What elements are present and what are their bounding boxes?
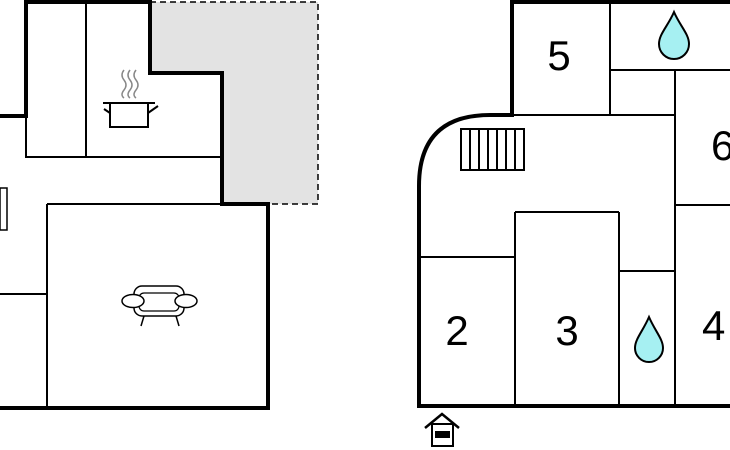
left-outer-wall xyxy=(0,0,270,410)
right-outer-wall xyxy=(417,0,730,408)
terrace-dashed-border xyxy=(150,1,319,205)
room-label-4: 4 xyxy=(702,302,725,349)
room-label-5: 5 xyxy=(547,32,570,79)
water-drop-icon xyxy=(657,9,691,60)
water-drop-icon xyxy=(633,314,665,363)
sofa-icon xyxy=(121,285,198,327)
right-floor: 5 6 2 3 4 xyxy=(417,0,730,447)
room-label-3: 3 xyxy=(555,307,578,354)
house-entrance-icon xyxy=(424,412,460,447)
room-label-6: 6 xyxy=(711,122,730,169)
stairs-icon xyxy=(460,128,525,171)
terrace-area xyxy=(150,2,318,204)
left-floor xyxy=(0,0,319,410)
right-interior-walls xyxy=(419,2,730,406)
room-label-2: 2 xyxy=(445,307,468,354)
left-interior-walls xyxy=(0,2,222,408)
cooking-pot-icon xyxy=(103,69,159,128)
wall-fixture xyxy=(0,187,8,231)
